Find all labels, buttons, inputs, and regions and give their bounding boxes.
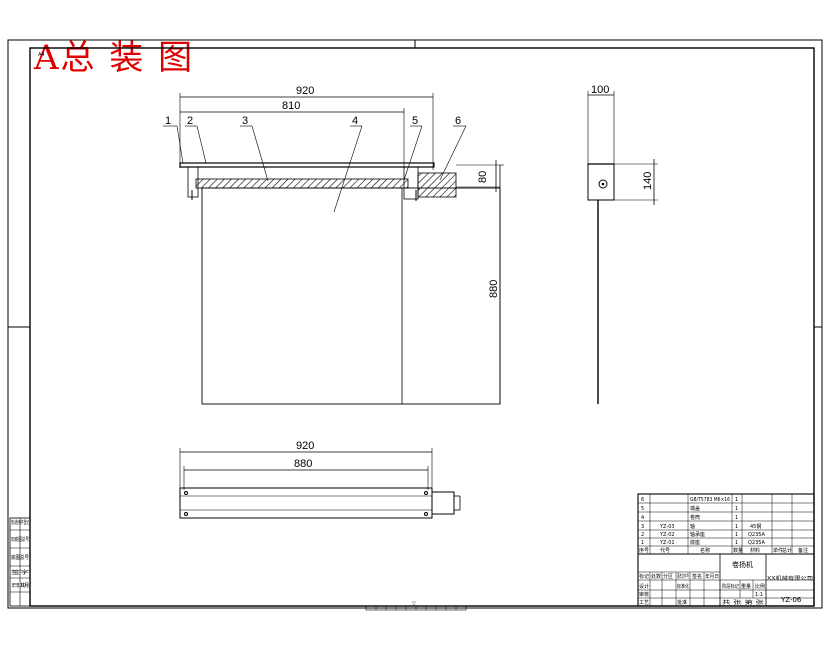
row-1-name: 底座 [690,539,700,546]
tb-zone: 分区 [663,573,673,580]
header-remark: 备注 [798,547,808,554]
tb-mark: 标记 [639,573,649,580]
dim-side-height: 140 [642,172,654,190]
header-name: 名称 [700,547,710,554]
row-3-no: 3 [641,524,644,530]
strip-label-2: 旧底图总号 [11,536,29,543]
header-unit: 单件 [773,547,783,554]
drawing-title-stamp: A总 装 图 [34,38,195,78]
tb-designer: 设计 [639,583,649,590]
row-1-material: Q235A [748,540,765,546]
tb-sheets: 共 张 第 张 [722,599,764,606]
row-2-code: YZ-02 [659,532,675,538]
tb-change-doc: 更改文件号 [677,573,689,580]
tb-scale-value: 1:1 [755,592,763,598]
balloon-2: 2 [187,115,193,127]
row-5-qty: 1 [735,506,738,512]
header-qty: 数量 [733,547,743,554]
dim-top-overall-width: 920 [296,440,314,452]
dim-overall-width: 920 [296,85,314,97]
tb-date: 年月日 [705,573,719,580]
strip-label-5: 日期 [11,583,29,589]
tb-checker: 审核 [639,591,649,598]
header-no: 序号 [639,547,649,554]
left-registration-strip: 借(通)用件登记 旧底图总号 底图总号 签字 日期 [9,517,31,607]
front-view: 920 810 80 880 [163,85,504,405]
strip-label-1: 借(通)用件登记 [11,519,29,526]
header-material: 材料 [750,547,760,554]
side-view: 100 140 [587,84,658,404]
row-1-code: YZ-01 [659,540,675,546]
tb-process: 工艺 [639,600,649,606]
row-5-no: 5 [641,506,644,512]
part-balloons: 1 2 3 4 5 6 [163,115,467,213]
dim-side-width: 100 [591,84,609,96]
dim-height: 880 [488,280,500,298]
row-3-name: 轴 [690,523,695,530]
balloon-3: 3 [242,115,248,127]
company-name: XX机械有限公司 [767,575,813,582]
shaft-section [195,178,409,189]
row-6-no: 6 [641,497,644,503]
row-6-name: GB/T5783 M6×16 [690,497,730,503]
row-4-name: 卷筒 [690,514,700,521]
row-2-no: 2 [641,532,644,538]
tb-count: 处数 [651,573,661,580]
bottom-ruler: ▽ [365,601,467,611]
drum-body [201,187,501,405]
drawing-number: YZ-06 [780,596,802,604]
dim-flange-height: 80 [477,171,489,183]
tb-stage: 阶段标记 [722,583,739,590]
row-6-qty: 1 [735,497,738,503]
dim-top-inner-width: 880 [294,458,312,470]
tb-approve: 批准 [677,599,687,606]
row-3-qty: 1 [735,524,738,530]
strip-label-4: 签字 [11,569,29,576]
parts-list-table: 6 GB/T5783 M6×16 1 5 端盖 1 4 卷筒 1 3 YZ-03… [637,493,815,607]
tb-scale: 比例 [755,583,765,590]
tb-signature: 签名 [692,573,702,580]
row-1-no: 1 [641,540,644,546]
balloon-1: 1 [165,115,171,127]
row-1-qty: 1 [735,540,738,546]
dim-inner-width: 810 [282,100,300,112]
tb-standard: 标准化 [677,583,689,590]
top-view: 920 880 [179,440,461,519]
row-4-no: 4 [641,515,644,521]
title-block: 卷扬机 XX机械有限公司 YZ-06 标记 处数 分区 更改文件号 签名 年月日… [638,554,814,606]
strip-label-3: 底图总号 [11,554,29,561]
balloon-6: 6 [455,115,461,127]
row-3-code: YZ-03 [659,524,675,530]
row-2-material: Q235A [748,532,765,538]
bottom-center-mark: ▽ [412,601,416,607]
row-3-material: 45钢 [750,523,761,530]
row-4-qty: 1 [735,515,738,521]
motor-section [417,172,457,198]
header-code: 代号 [660,547,670,554]
corner-tag: A4 [38,52,45,58]
inner-frame [29,47,815,607]
row-2-qty: 1 [735,532,738,538]
tb-weight: 重量 [741,583,751,590]
header-total: 总计 [782,547,792,554]
row-5-name: 端盖 [690,505,700,512]
row-2-name: 轴承座 [690,531,705,538]
product-name: 卷扬机 [732,560,753,569]
balloon-5: 5 [412,115,418,127]
balloon-4: 4 [352,115,358,127]
